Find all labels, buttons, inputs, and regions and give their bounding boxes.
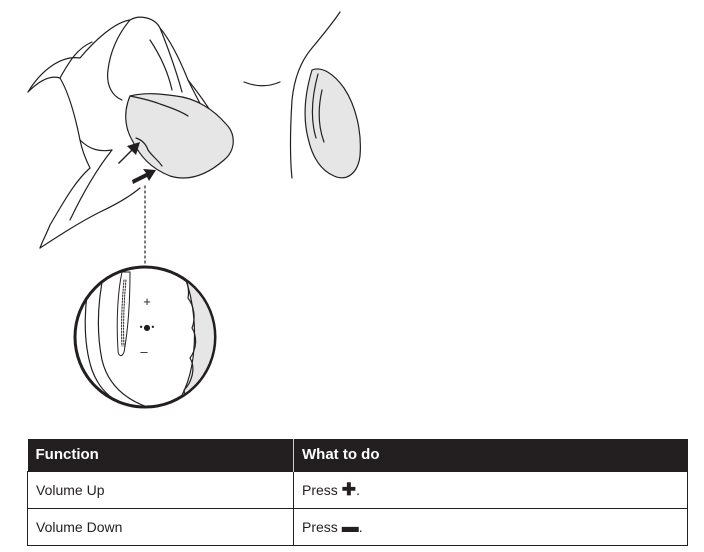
table-row: Volume Down Press ▬.	[27, 507, 688, 546]
earbud-illustration: + •●• –	[27, 11, 361, 409]
header-what-to-do: What to do	[293, 439, 688, 471]
table-row: Volume Up Press ✚.	[27, 470, 688, 509]
header-function: Function	[27, 439, 294, 471]
zoom-detail	[73, 265, 217, 409]
zoom-multifunction-label: •●•	[139, 323, 155, 332]
action-cell: Press ▬.	[293, 507, 688, 546]
function-cell: Volume Up	[27, 470, 294, 509]
minus-icon: ▬	[341, 516, 359, 536]
plus-icon: ✚	[341, 479, 356, 499]
table-header-row: Function What to do	[27, 439, 688, 471]
action-suffix: .	[355, 481, 360, 498]
earbud-in-hand	[125, 93, 234, 179]
action-cell: Press ✚.	[293, 470, 688, 509]
zoom-plus-label: +	[143, 294, 151, 309]
function-cell: Volume Down	[27, 507, 294, 546]
hand-outline	[27, 16, 216, 249]
head-outline	[243, 11, 341, 179]
press-arrows	[118, 142, 156, 184]
earbud-in-ear	[304, 68, 361, 179]
action-suffix: .	[358, 518, 363, 535]
action-prefix: Press	[302, 481, 342, 498]
function-table: Function What to do Volume Up Press ✚. V…	[27, 439, 688, 546]
zoom-minus-label: –	[140, 344, 148, 359]
action-prefix: Press	[302, 518, 342, 535]
